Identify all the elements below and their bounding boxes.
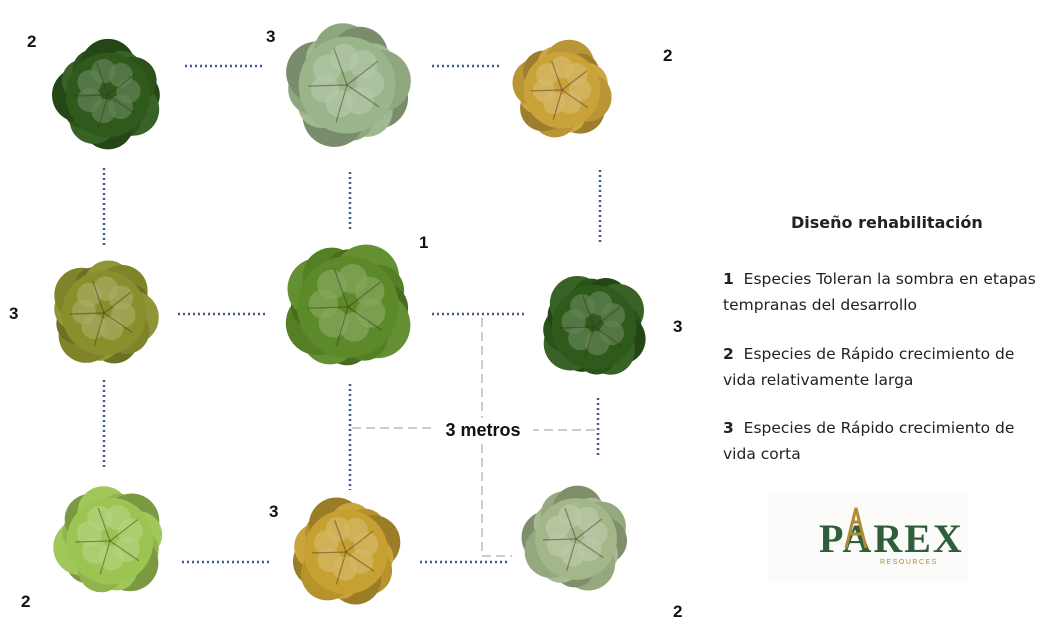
legend-item: 3 Especies de Rápido crecimiento de vida…: [723, 415, 1043, 467]
tree-crown: [285, 244, 411, 366]
logo-tagline: RESOURCES: [880, 559, 938, 566]
legend-item-number: 2: [723, 345, 734, 363]
dotted-spacing-lines: [102, 64, 602, 564]
tree-number-label: 2: [27, 32, 37, 51]
tree-number-label: 2: [21, 592, 31, 611]
legend-item-number: 3: [723, 419, 734, 437]
tree-number-label: 2: [673, 602, 683, 621]
tree-crowns: [52, 23, 646, 605]
legend-item-text: Especies de Rápido crecimiento de vida r…: [723, 345, 1015, 389]
tree-number-label: 3: [269, 502, 279, 521]
tree-crown: [521, 485, 627, 591]
legend-item-text: Especies de Rápido crecimiento de vida c…: [723, 419, 1015, 463]
legend-item: 1 Especies Toleran la sombra en etapas t…: [723, 266, 1043, 318]
tree-number-label: 3: [266, 27, 276, 46]
parex-logo: PAREX RESOURCES: [768, 492, 968, 582]
tree-number-label: 3: [673, 317, 683, 336]
logo-brand: PAREX: [819, 516, 964, 561]
tree-crown: [53, 486, 163, 593]
tree-crown: [54, 260, 159, 364]
tree-number-label: 2: [663, 46, 673, 65]
tree-number-label: 1: [419, 233, 429, 252]
legend-item-number: 1: [723, 270, 734, 288]
legend-item: 2 Especies de Rápido crecimiento de vida…: [723, 341, 1043, 393]
legend-item-text: Especies Toleran la sombra en etapas tem…: [723, 270, 1036, 314]
distance-label: 3 metros: [433, 418, 533, 442]
tree-crown: [286, 23, 411, 147]
legend-title: Diseño rehabilitación: [791, 213, 983, 232]
tree-crown: [293, 497, 401, 605]
tree-number-label: 3: [9, 304, 19, 323]
tree-crown: [512, 39, 612, 138]
derrick-icon: [844, 507, 868, 549]
tree-crown: [543, 276, 646, 375]
tree-crown: [52, 38, 160, 150]
